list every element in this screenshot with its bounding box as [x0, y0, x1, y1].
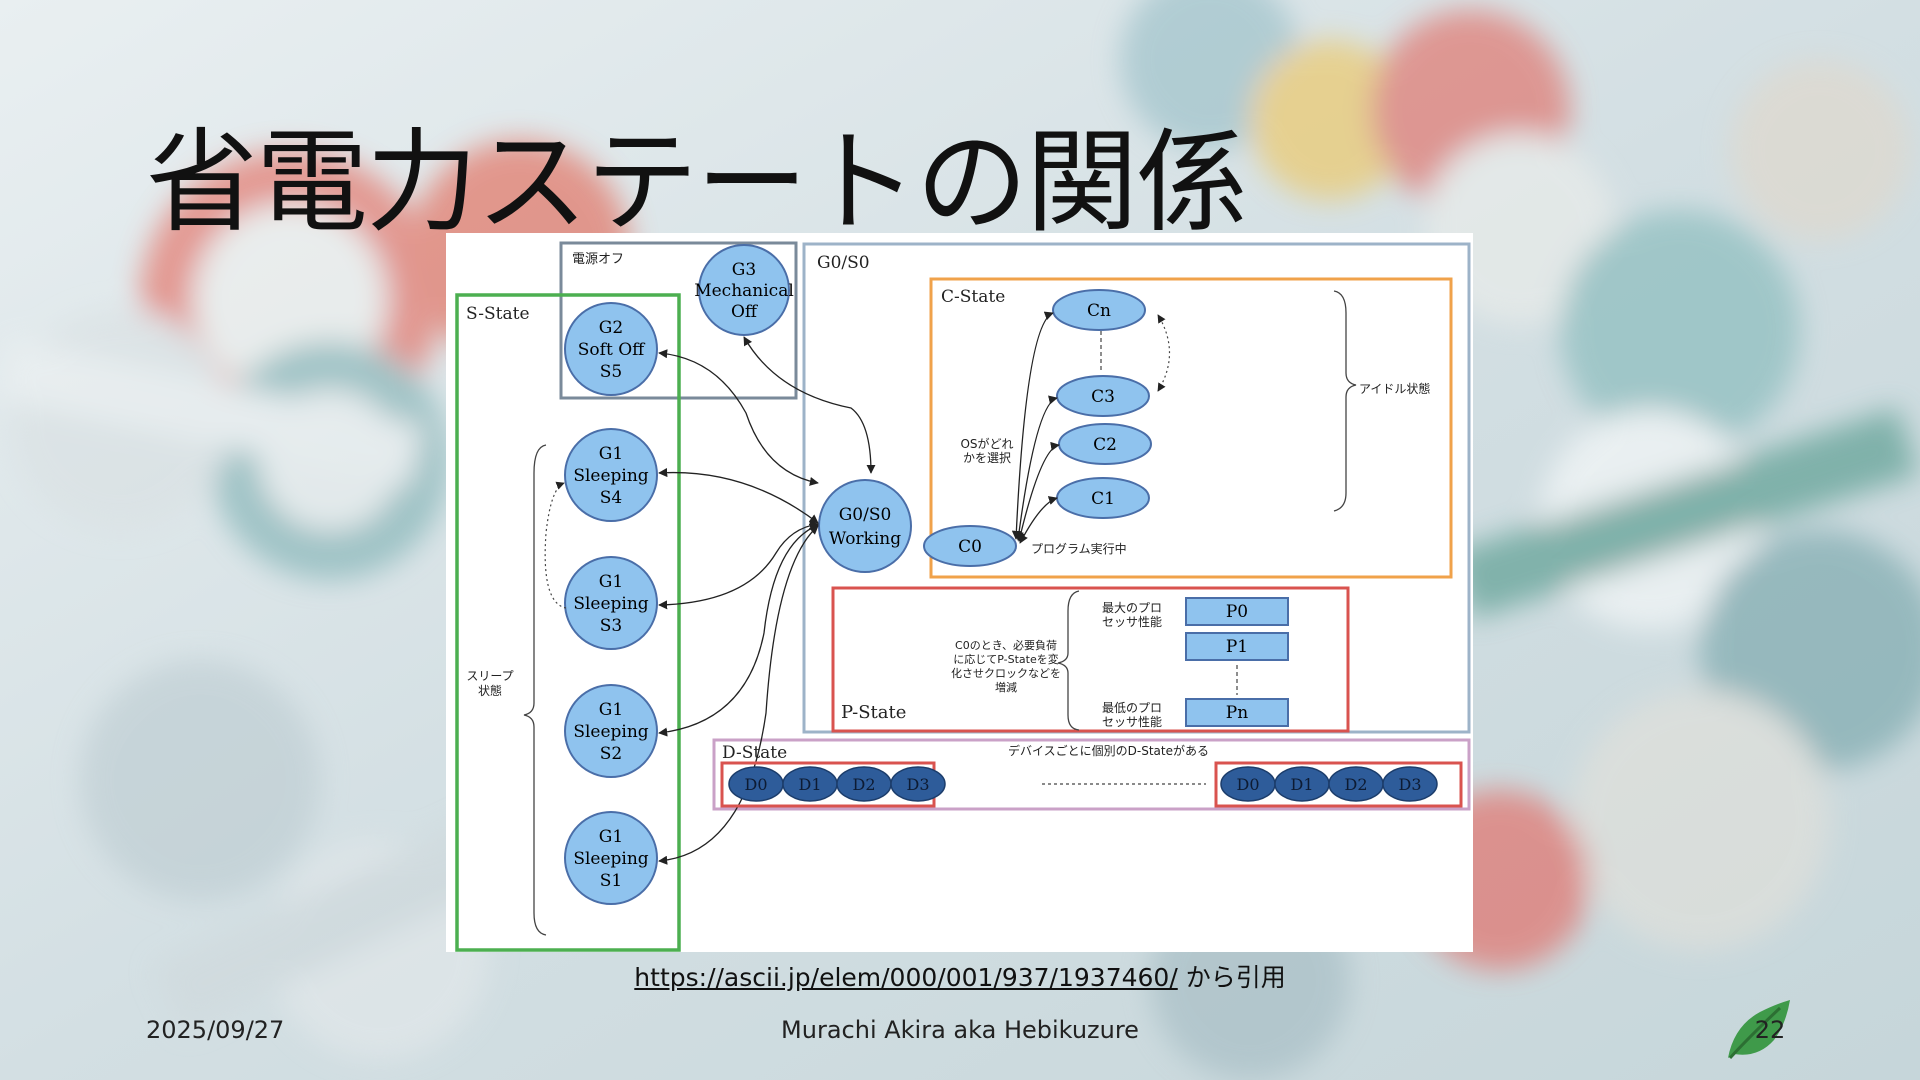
svg-text:G0/S0: G0/S0 [839, 505, 892, 525]
svg-text:C2: C2 [1093, 435, 1117, 455]
svg-text:S4: S4 [600, 488, 622, 508]
footer-author: Murachi Akira aka Hebikuzure [781, 1016, 1139, 1044]
idle-state-note: アイドル状態 [1359, 381, 1430, 396]
svg-text:Cn: Cn [1087, 301, 1111, 321]
node-g0s0-working: G0/S0 Working [818, 479, 912, 573]
s3-s4-dotted-arrow [544, 481, 567, 609]
node-g1-s1: G1 Sleeping S1 [564, 811, 658, 905]
svg-text:G2: G2 [599, 318, 623, 338]
svg-text:C3: C3 [1091, 387, 1115, 407]
c-node-c0: C0 [923, 525, 1017, 567]
svg-text:Sleeping: Sleeping [573, 722, 648, 742]
p-node-p0: P0 [1185, 597, 1289, 626]
svg-text:D0: D0 [744, 775, 767, 794]
svg-text:Mechanical: Mechanical [694, 281, 794, 301]
svg-text:D2: D2 [1344, 775, 1367, 794]
d-group-right [1214, 761, 1463, 808]
svg-text:Soft Off: Soft Off [578, 340, 646, 360]
d-nodes-right: D0 D1 D2 D3 [1220, 766, 1438, 802]
svg-text:G3: G3 [732, 260, 756, 280]
sleep-state-note: スリープ [466, 669, 513, 683]
c-state-frame [929, 277, 1453, 579]
node-g2-s5: G2 Soft Off S5 [564, 302, 658, 396]
svg-text:Off: Off [731, 302, 759, 322]
svg-text:C1: C1 [1091, 489, 1115, 509]
sleep-state-note-2: 状態 [478, 683, 502, 698]
p-node-pn: Pn [1185, 698, 1289, 727]
p-state-frame [831, 586, 1350, 733]
svg-text:Sleeping: Sleeping [573, 466, 648, 486]
power-state-diagram: 電源オフ S-State G0/S0 C-State P-State D-Sta… [446, 233, 1473, 952]
d-state-label: D-State [722, 743, 787, 763]
d-nodes-left: D0 D1 D2 D3 [728, 766, 946, 802]
svg-text:D1: D1 [798, 775, 821, 794]
svg-text:S1: S1 [600, 871, 622, 891]
c-transition-arrows [1011, 311, 1060, 544]
program-running-note: プログラム実行中 [1031, 541, 1127, 556]
svg-text:P1: P1 [1226, 637, 1248, 657]
source-caption: https://ascii.jp/elem/000/001/937/193746… [0, 958, 1920, 994]
idle-brace [1333, 290, 1357, 512]
d-state-note: デバイスごとに個別のD-Stateがある [1008, 743, 1209, 758]
pstate-note-3: 化させクロックなどを [951, 666, 1061, 680]
svg-text:D2: D2 [852, 775, 875, 794]
pstate-note-4: 増減 [995, 680, 1017, 694]
os-select-note: OSがどれ [960, 436, 1013, 451]
min-perf-note: 最低のプロ [1102, 701, 1162, 715]
footer-date: 2025/09/27 [146, 1016, 285, 1044]
g0s0-label: G0/S0 [817, 253, 870, 273]
pstate-brace [1057, 590, 1080, 731]
s-state-label: S-State [466, 304, 530, 324]
svg-text:D1: D1 [1290, 775, 1313, 794]
pstate-note-2: に応じてP-Stateを変 [953, 652, 1058, 666]
source-link[interactable]: https://ascii.jp/elem/000/001/937/193746… [634, 963, 1178, 992]
min-perf-note-2: セッサ性能 [1102, 715, 1162, 729]
svg-text:Sleeping: Sleeping [573, 849, 648, 869]
c-node-c3: C3 [1056, 375, 1150, 417]
svg-text:D3: D3 [906, 775, 929, 794]
svg-text:Sleeping: Sleeping [573, 594, 648, 614]
max-perf-note: 最大のプロ [1102, 601, 1162, 615]
transition-arrows [658, 336, 876, 865]
leaf-icon [1728, 1000, 1790, 1060]
svg-text:Pn: Pn [1226, 703, 1248, 723]
node-g1-s2: G1 Sleeping S2 [564, 684, 658, 778]
node-g1-s3: G1 Sleeping S3 [564, 556, 658, 650]
slide-title: 省電力ステートの関係 [146, 118, 1248, 248]
power-off-label: 電源オフ [572, 252, 624, 267]
os-select-note-2: かを選択 [963, 451, 1011, 465]
c-node-cn: Cn [1052, 289, 1146, 331]
svg-text:C0: C0 [958, 537, 982, 557]
p-state-label: P-State [841, 702, 906, 723]
p-node-p1: P1 [1185, 632, 1289, 661]
pstate-note: C0のとき、必要負荷 [955, 639, 1057, 652]
svg-text:Working: Working [829, 529, 901, 549]
c-node-c2: C2 [1058, 423, 1152, 465]
node-g3: G3 Mechanical Off [694, 244, 794, 336]
svg-text:S3: S3 [600, 616, 622, 636]
c-state-label: C-State [941, 287, 1005, 307]
svg-text:G1: G1 [599, 444, 623, 464]
svg-text:P0: P0 [1226, 602, 1248, 622]
svg-text:D0: D0 [1236, 775, 1259, 794]
max-perf-note-2: セッサ性能 [1102, 615, 1162, 629]
node-g1-s4: G1 Sleeping S4 [564, 428, 658, 522]
svg-text:G1: G1 [599, 827, 623, 847]
source-suffix: から引用 [1177, 963, 1286, 992]
c3-cn-dotted-arrow [1157, 314, 1171, 392]
c-node-c1: C1 [1056, 477, 1150, 519]
svg-text:D3: D3 [1398, 775, 1421, 794]
svg-text:S2: S2 [600, 744, 622, 764]
page-number: 22 [1754, 1016, 1786, 1044]
svg-text:S5: S5 [600, 362, 622, 382]
svg-text:G1: G1 [599, 572, 623, 592]
sleep-brace [523, 444, 547, 936]
svg-text:G1: G1 [599, 700, 623, 720]
